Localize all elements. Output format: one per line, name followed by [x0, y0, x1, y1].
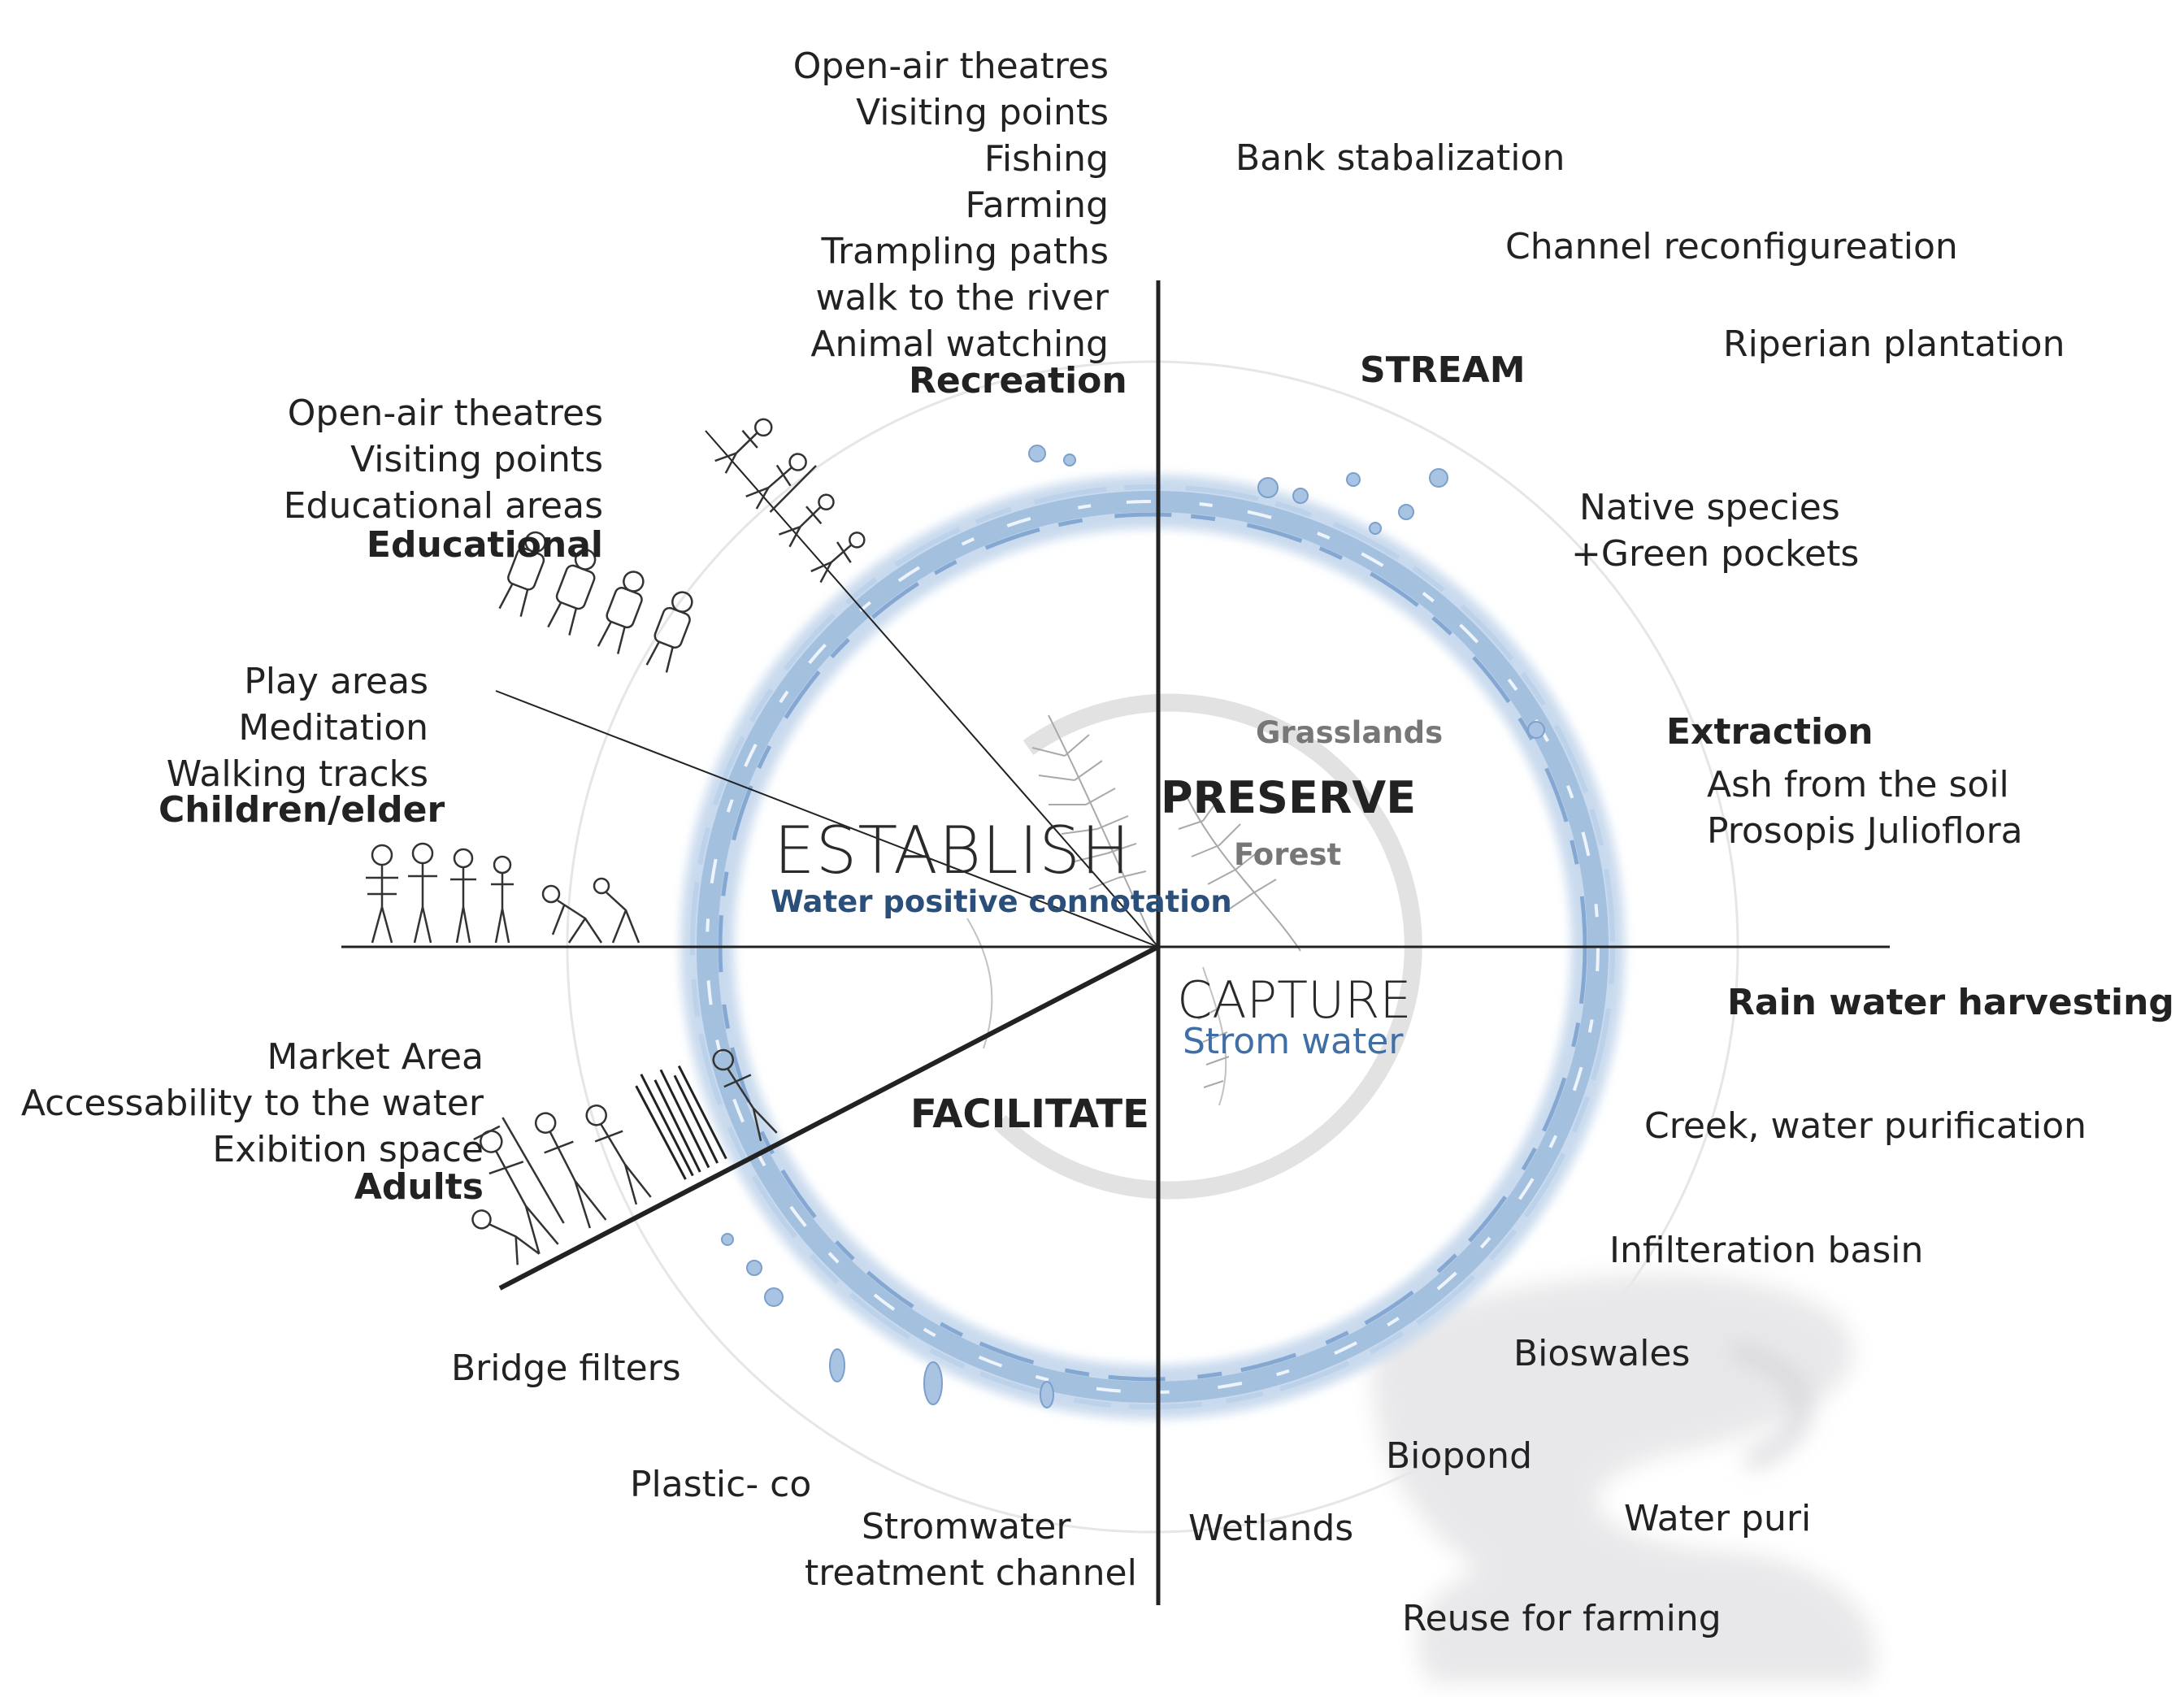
- recreation-item: Visiting points: [793, 89, 1109, 136]
- bank-stabalization-label: Bank stabalization: [1235, 135, 1565, 181]
- wetlands-label: Wetlands: [1188, 1505, 1353, 1552]
- plastic-label: Plastic- co: [630, 1461, 811, 1508]
- stormwater-label: Stromwater: [862, 1504, 1070, 1550]
- facilitate-title: FACILITATE: [910, 1092, 1149, 1137]
- rain-water-harvesting-label: Rain water harvesting: [1727, 979, 2174, 1026]
- educational-item: Open-air theatres: [284, 390, 603, 436]
- recreation-item: Trampling paths: [793, 228, 1109, 275]
- recreation-item: Farming: [793, 182, 1109, 228]
- stream-title: STREAM: [1360, 349, 1525, 391]
- bridge-filters-label: Bridge filters: [451, 1345, 681, 1391]
- establish-title: ESTABLISH: [774, 813, 1131, 888]
- children-item: Play areas: [167, 658, 428, 705]
- children-heading: Children/elder: [158, 787, 445, 833]
- preserve-forest: Forest: [1234, 837, 1341, 872]
- recreation-heading: Recreation: [909, 358, 1127, 404]
- extraction-item: Ash from the soil: [1707, 762, 2009, 808]
- educational-list: Open-air theatres Visiting points Educat…: [284, 390, 603, 529]
- extraction-heading: Extraction: [1666, 709, 1874, 755]
- educational-item: Visiting points: [284, 436, 603, 483]
- establish-subtitle: Water positive connotation: [771, 884, 1232, 919]
- channel-label: Channel reconfigureation: [1505, 224, 1958, 270]
- preserve-grasslands: Grasslands: [1256, 715, 1443, 750]
- biopond-label: Biopond: [1386, 1433, 1532, 1479]
- capture-subtitle: Strom water: [1183, 1021, 1403, 1062]
- extraction-item: Prosopis Julioflora: [1707, 808, 2023, 854]
- adults-heading: Adults: [354, 1164, 484, 1210]
- recreation-item: Open-air theatres: [793, 43, 1109, 89]
- reuse-label: Reuse for farming: [1402, 1595, 1722, 1642]
- adults-item: Market Area: [21, 1034, 484, 1080]
- children-list: Play areas Meditation Walking tracks: [167, 658, 428, 797]
- educational-heading: Educational: [367, 522, 603, 568]
- recreation-item: Fishing: [793, 136, 1109, 182]
- adults-list: Market Area Accessability to the water E…: [21, 1034, 484, 1173]
- green-pockets-label: +Green pockets: [1571, 531, 1859, 577]
- native-species-label: Native species: [1579, 484, 1840, 531]
- recreation-list: Open-air theatres Visiting points Fishin…: [793, 43, 1109, 367]
- adults-item: Accessability to the water: [21, 1080, 484, 1126]
- treatment-channel-label: treatment channel: [805, 1550, 1137, 1596]
- creek-label: Creek, water purification: [1644, 1103, 2086, 1149]
- water-puri-label: Water puri: [1624, 1495, 1811, 1542]
- bioswales-label: Bioswales: [1513, 1330, 1690, 1377]
- water-ring-icon: [693, 445, 1613, 1408]
- recreation-item: walk to the river: [793, 275, 1109, 321]
- infilteration-label: Infilteration basin: [1609, 1227, 1923, 1274]
- preserve-title: PRESERVE: [1161, 772, 1416, 823]
- children-item: Meditation: [167, 705, 428, 751]
- riperian-label: Riperian plantation: [1723, 321, 2065, 367]
